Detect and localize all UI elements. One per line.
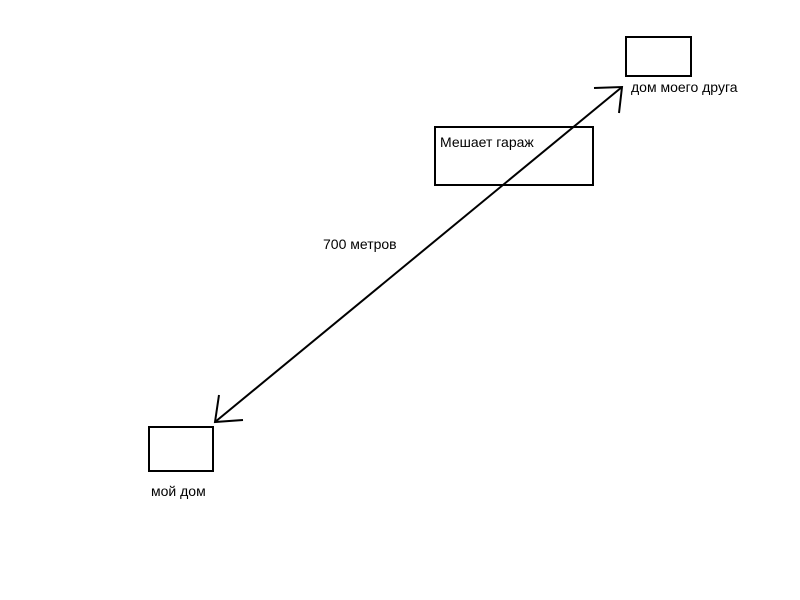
garage-label: Мешает гараж	[440, 134, 534, 150]
friend-house-box	[625, 36, 692, 77]
arrowhead-my-house	[213, 394, 244, 424]
distance-arrow-line	[214, 86, 623, 423]
friend-house-label: дом моего друга	[631, 79, 738, 95]
garage-box	[434, 126, 594, 186]
my-house-label: мой дом	[151, 483, 206, 499]
distance-label: 700 метров	[323, 236, 397, 252]
arrowhead-friend-house	[593, 85, 624, 114]
my-house-box	[148, 426, 214, 472]
